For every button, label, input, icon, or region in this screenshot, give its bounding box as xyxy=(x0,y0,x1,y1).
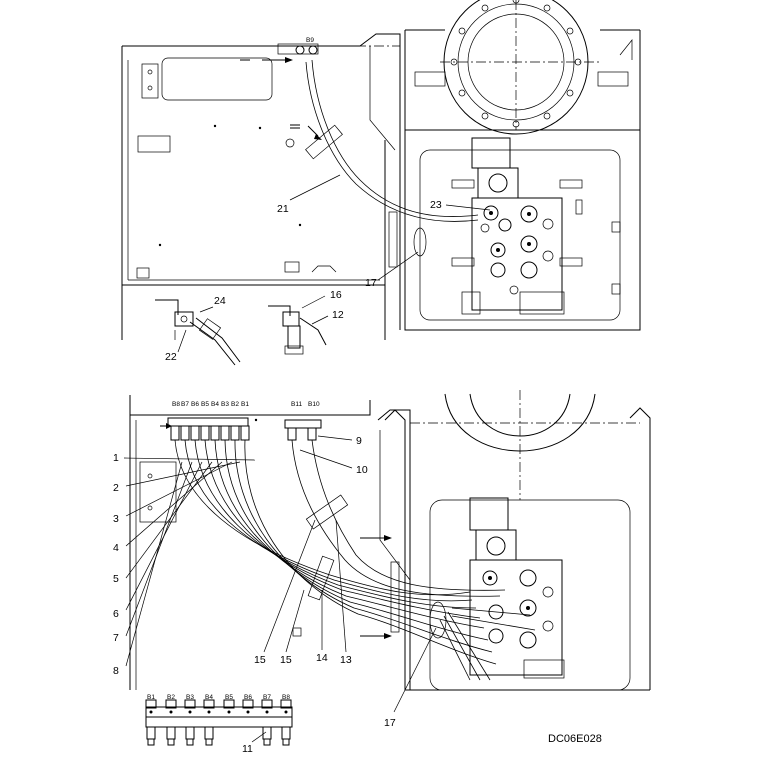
manifold-port-b7: B7 xyxy=(263,694,271,701)
port-label-b1: B1 xyxy=(241,401,249,408)
callout-23: 23 xyxy=(430,199,442,211)
callout-1: 1 xyxy=(113,452,119,464)
callout-15-a: 15 xyxy=(254,654,266,666)
port-label-b4: B4 xyxy=(211,401,219,408)
bearing-bolt-holes xyxy=(450,0,582,128)
callout-17-bottom: 17 xyxy=(384,717,396,729)
port-label-b7: B7 xyxy=(181,401,189,408)
callout-5: 5 xyxy=(113,573,119,585)
callout-2: 2 xyxy=(113,482,119,494)
manifold-port-b4: B4 xyxy=(205,694,213,701)
callout-13: 13 xyxy=(340,654,352,666)
pilot-hose-bundle xyxy=(174,439,536,681)
port-label-b10: B10 xyxy=(308,401,320,408)
callout-24: 24 xyxy=(214,295,226,307)
callout-15-b: 15 xyxy=(280,654,292,666)
port-label-b11: B11 xyxy=(291,401,302,408)
callout-16: 16 xyxy=(330,289,342,301)
callout-6: 6 xyxy=(113,608,119,620)
callout-21: 21 xyxy=(277,203,289,215)
manifold-port-b2: B2 xyxy=(167,694,175,701)
manifold-fittings xyxy=(145,699,292,746)
port-label-b2: B2 xyxy=(231,401,239,408)
callout-9: 9 xyxy=(356,435,362,447)
callout-8: 8 xyxy=(113,665,119,677)
manifold-port-b8: B8 xyxy=(282,694,290,701)
callout-3: 3 xyxy=(113,513,119,525)
bottom-view: B8 B7 B6 B5 B4 B3 B2 B1 B11 B10 xyxy=(113,390,651,729)
manifold-detail: B1 B2 B3 B4 B5 B6 B7 B8 11 xyxy=(145,694,293,755)
callout-12: 12 xyxy=(332,309,344,321)
manifold-port-b3: B3 xyxy=(186,694,194,701)
port-label-b8: B8 xyxy=(172,401,180,408)
pilot-port-fittings xyxy=(160,417,250,441)
manifold-port-b6: B6 xyxy=(244,694,252,701)
drawing-code: DC06E028 xyxy=(548,733,602,745)
callout-10: 10 xyxy=(356,464,368,476)
callout-14: 14 xyxy=(316,652,328,664)
top-view: B9 21 23 17 24 22 16 12 xyxy=(121,0,641,366)
port-label-b5: B5 xyxy=(201,401,209,408)
callout-17-top: 17 xyxy=(365,277,377,289)
port-label-b3: B3 xyxy=(221,401,229,408)
callout-22: 22 xyxy=(165,351,177,363)
manifold-port-b1: B1 xyxy=(147,694,155,701)
callout-7: 7 xyxy=(113,632,119,644)
port-label-b9: B9 xyxy=(306,37,314,44)
manifold-port-b5: B5 xyxy=(225,694,233,701)
main-control-valve-bottom xyxy=(469,497,565,679)
main-control-valve-top xyxy=(461,137,565,315)
callout-11: 11 xyxy=(242,743,253,755)
port-label-b6: B6 xyxy=(191,401,199,408)
callout-4: 4 xyxy=(113,542,119,554)
